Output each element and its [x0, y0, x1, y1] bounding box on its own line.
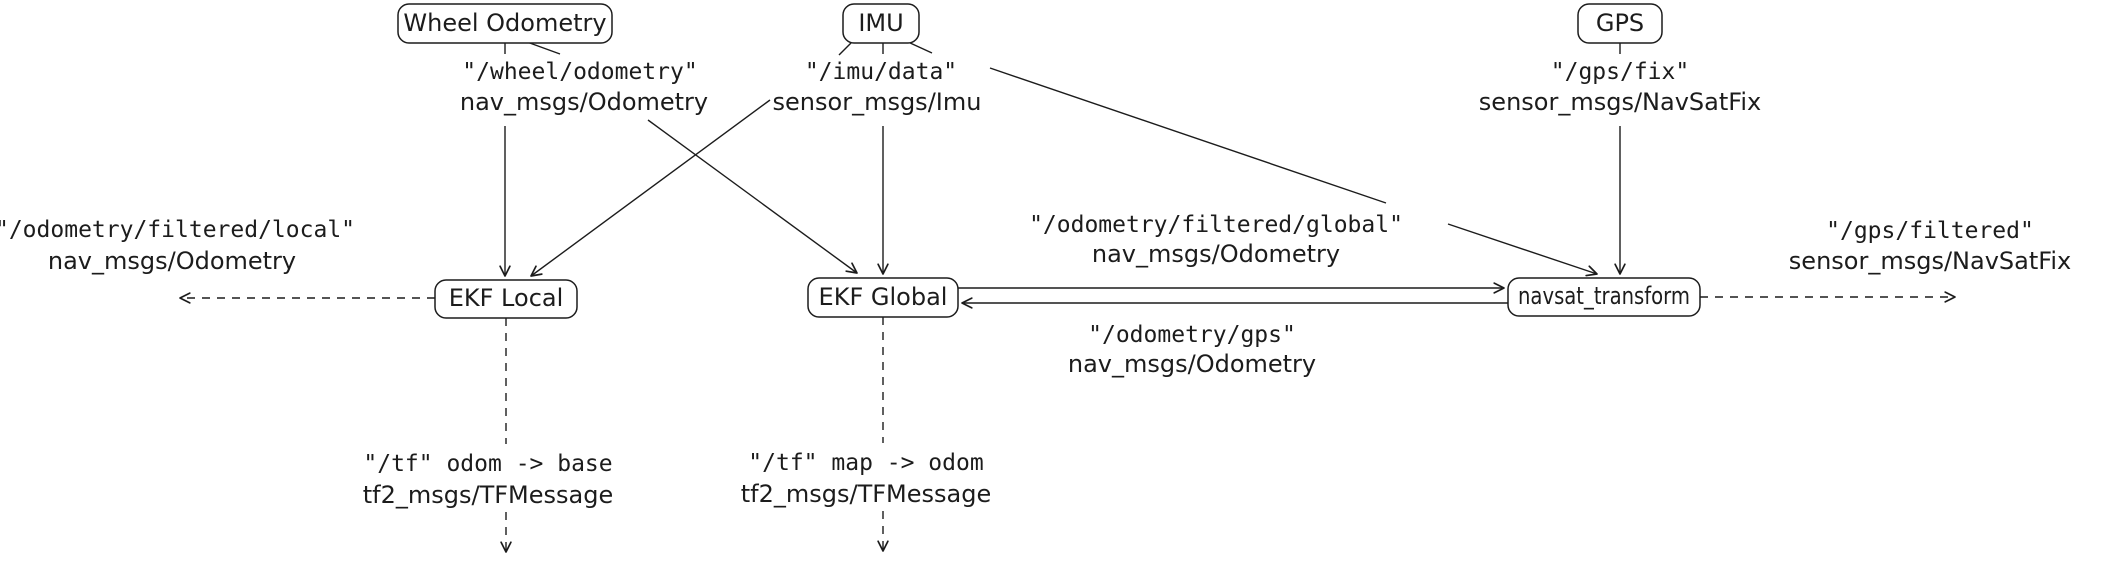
topic-imu-data-name: "/imu/data": [805, 59, 957, 85]
topic-gps-filtered-type: sensor_msgs/NavSatFix: [1789, 247, 2071, 275]
node-navsat-transform-box: [1507, 277, 1701, 317]
edge-wheel-to-ekf-global: [647, 119, 858, 274]
topic-gps-filtered: "/gps/filtered" sensor_msgs/NavSatFix: [1789, 218, 2071, 275]
topic-odometry-filtered-local-name: "/odometry/filtered/local": [0, 217, 355, 243]
node-imu-box: [842, 3, 920, 44]
topic-wheel-odometry-type: nav_msgs/Odometry: [460, 88, 708, 116]
node-navsat-transform-label: navsat_transform: [1518, 282, 1690, 310]
topic-odometry-filtered-global-name: "/odometry/filtered/global": [1029, 212, 1403, 238]
topic-wheel-odometry-name: "/wheel/odometry": [462, 59, 697, 85]
topic-tf-odom-base: "/tf" odom -> base tf2_msgs/TFMessage: [363, 451, 614, 509]
edge-imu-to-navsat-stub: [907, 41, 933, 54]
edge-imu-to-ekf-local-stub: [838, 42, 852, 56]
topic-wheel-odometry: "/wheel/odometry" nav_msgs/Odometry: [460, 59, 708, 116]
node-ekf-global: EKF Global: [807, 277, 959, 318]
topic-odometry-filtered-global-type: nav_msgs/Odometry: [1092, 240, 1340, 268]
edge-wheel-to-ekf-global-stub: [526, 41, 561, 55]
topic-odometry-filtered-local: "/odometry/filtered/local" nav_msgs/Odom…: [0, 217, 355, 275]
node-ekf-global-label: EKF Global: [819, 283, 948, 311]
edge-imu-to-navsat-lower: [1447, 223, 1598, 277]
topic-labels: "/wheel/odometry" nav_msgs/Odometry "/im…: [0, 59, 2071, 509]
node-gps-box: [1577, 3, 1663, 44]
edge-imu-to-navsat-upper: [989, 67, 1387, 204]
topic-gps-fix-type: sensor_msgs/NavSatFix: [1479, 88, 1761, 116]
node-wheel-odometry: Wheel Odometry: [397, 3, 613, 44]
topic-gps-filtered-name: "/gps/filtered": [1826, 218, 2034, 244]
nodes: Wheel Odometry IMU GPS EKF Local EKF Glo…: [397, 3, 1701, 319]
topic-tf-odom-base-type: tf2_msgs/TFMessage: [363, 481, 614, 509]
topic-gps-fix-name: "/gps/fix": [1551, 59, 1689, 85]
node-wheel-odometry-box: [397, 3, 613, 44]
topic-imu-data: "/imu/data" sensor_msgs/Imu: [773, 59, 982, 116]
node-ekf-global-box: [807, 277, 959, 318]
edges: [179, 41, 1956, 553]
topic-odometry-filtered-local-type: nav_msgs/Odometry: [48, 247, 296, 275]
topic-tf-map-odom-name: "/tf" map -> odom: [748, 450, 983, 476]
node-ekf-local-label: EKF Local: [449, 284, 564, 312]
topic-imu-data-type: sensor_msgs/Imu: [773, 88, 982, 116]
node-navsat-transform: navsat_transform: [1507, 277, 1701, 317]
node-imu: IMU: [842, 3, 920, 44]
topic-tf-map-odom-type: tf2_msgs/TFMessage: [741, 480, 992, 508]
edge-imu-to-ekf-local: [530, 99, 771, 277]
topic-odometry-gps: "/odometry/gps" nav_msgs/Odometry: [1068, 322, 1316, 378]
node-gps: GPS: [1577, 3, 1663, 44]
node-gps-label: GPS: [1596, 9, 1644, 37]
topic-odometry-filtered-global: "/odometry/filtered/global" nav_msgs/Odo…: [1029, 212, 1403, 268]
topic-odometry-gps-type: nav_msgs/Odometry: [1068, 350, 1316, 378]
topic-tf-odom-base-name: "/tf" odom -> base: [363, 451, 612, 477]
topic-odometry-gps-name: "/odometry/gps": [1088, 322, 1296, 348]
node-imu-label: IMU: [858, 9, 903, 37]
topic-tf-map-odom: "/tf" map -> odom tf2_msgs/TFMessage: [741, 450, 992, 508]
topic-gps-fix: "/gps/fix" sensor_msgs/NavSatFix: [1479, 59, 1761, 116]
node-ekf-local: EKF Local: [434, 279, 578, 319]
node-wheel-odometry-label: Wheel Odometry: [403, 9, 606, 37]
node-ekf-local-box: [434, 279, 578, 319]
